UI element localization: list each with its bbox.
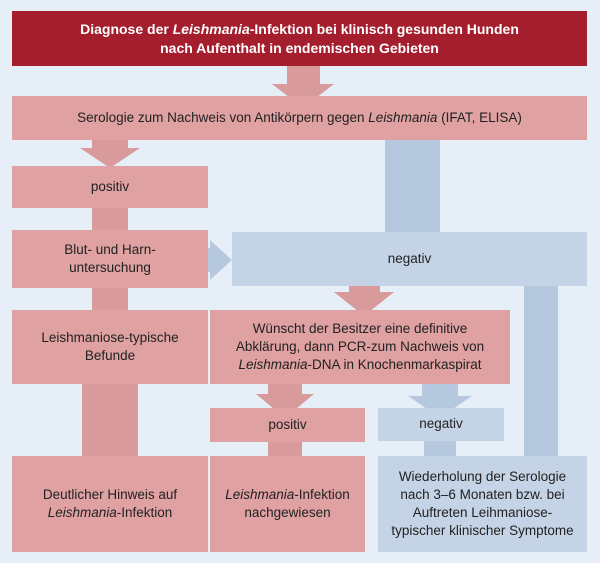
- negativ-box-wide: negativ: [232, 232, 587, 286]
- nachgewiesen-box: Leishmania-Infektion nachgewiesen: [210, 456, 365, 552]
- blut-line2: untersuchung: [69, 260, 151, 275]
- pcr-line2: Abklärung, dann PCR-zum Nachweis von: [235, 338, 485, 354]
- serologie-text: Serologie zum Nachweis von Antikörpern g…: [77, 109, 522, 125]
- nachgewiesen-line2: nachgewiesen: [244, 505, 331, 520]
- hinweis-line2: Leishmania-Infektion: [47, 505, 173, 520]
- wiederholung-line3: Auftreten Leihmaniose-: [412, 505, 553, 520]
- title-line1: Diagnose der Leishmania-Infektion bei kl…: [80, 20, 519, 37]
- arrow-positiv-to-nachgewiesen: [268, 442, 302, 456]
- negativ-label-wide: negativ: [387, 250, 432, 266]
- wiederholung-box: Wiederholung der Serologie nach 3–6 Mona…: [378, 456, 587, 552]
- blut-line1: Blut- und Harn-: [64, 241, 156, 257]
- arrow-serologie-to-negativ: [385, 140, 440, 232]
- pcr-box: Wünscht der Besitzer eine definitive Abk…: [210, 310, 510, 384]
- negativ-box-pcr: negativ: [378, 408, 504, 441]
- arrow-positiv-to-blut: [92, 208, 128, 230]
- arrow-serologie-to-positiv: [80, 140, 140, 168]
- wiederholung-line4: typischer klinischer Symptome: [391, 523, 574, 539]
- serologie-box: Serologie zum Nachweis von Antikörpern g…: [12, 96, 587, 140]
- pcr-line3: Leishmania-DNA in Knochenmarkaspirat: [238, 357, 482, 373]
- arrow-negativ-to-wiederholung-small: [424, 441, 456, 456]
- positiv-label-pcr: positiv: [268, 416, 307, 432]
- positiv-box-pcr: positiv: [210, 408, 365, 442]
- wiederholung-line1: Wiederholung der Serologie: [398, 468, 567, 484]
- blut-harn-box: Blut- und Harn- untersuchung: [12, 230, 208, 288]
- positiv-label-top: positiv: [90, 178, 130, 194]
- positiv-box-top: positiv: [12, 166, 208, 208]
- befunde-line1: Leishmaniose-typische: [41, 329, 179, 345]
- pcr-line1: Wünscht der Besitzer eine definitive: [252, 320, 468, 336]
- arrow-befunde-to-hinweis: [82, 384, 138, 456]
- hinweis-box: Deutlicher Hinweis auf Leishmania-Infekt…: [12, 456, 208, 552]
- wiederholung-line2: nach 3–6 Monaten bzw. bei: [400, 486, 565, 502]
- arrow-title-to-serologie: [272, 66, 334, 108]
- title-box: Diagnose der Leishmania-Infektion bei kl…: [12, 11, 587, 66]
- nachgewiesen-line1: Leishmania-Infektion: [225, 486, 350, 502]
- arrow-negativ-to-wiederholung: [524, 286, 558, 456]
- title-line2: nach Aufenthalt in endemischen Gebieten: [160, 39, 439, 56]
- hinweis-line1: Deutlicher Hinweis auf: [42, 486, 178, 502]
- arrow-blut-to-befunde: [92, 288, 128, 310]
- arrow-pcr-to-negativ: [408, 384, 472, 418]
- befunde-box: Leishmaniose-typische Befunde: [12, 310, 208, 384]
- negativ-label-pcr: negativ: [419, 416, 463, 432]
- arrow-negativ-to-pcr: [334, 286, 394, 316]
- arrow-pcr-to-positiv: [256, 384, 314, 418]
- befunde-line2: Befunde: [84, 348, 136, 363]
